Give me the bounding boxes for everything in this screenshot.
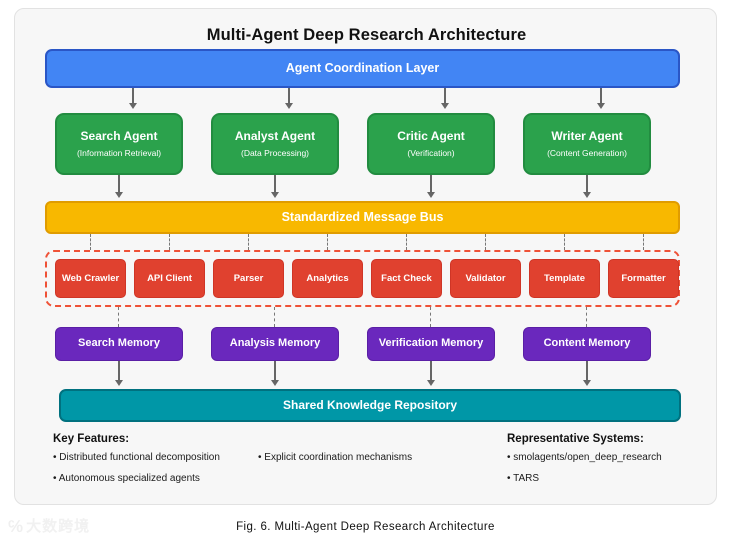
tool-node-api-client[interactable]: API Client	[134, 259, 205, 298]
connector-tools-to-content-memory	[586, 307, 587, 327]
agent-subtitle: (Content Generation)	[547, 148, 627, 159]
arrowhead-critic-to-bus	[426, 192, 435, 198]
arrowhead-analyst-to-bus	[270, 192, 279, 198]
representative-systems-section: Representative Systems: • smolagents/ope…	[485, 433, 710, 494]
agent-subtitle: (Information Retrieval)	[76, 148, 162, 159]
tool-node-template[interactable]: Template	[529, 259, 600, 298]
memory-node-search[interactable]: Search Memory	[55, 327, 183, 361]
memory-label: Content Memory	[543, 337, 631, 350]
connector-tools-to-analysis-memory	[274, 307, 275, 327]
key-feature-item: • Explicit coordination mechanisms	[258, 452, 413, 463]
tool-layer-container	[45, 250, 680, 307]
arrowhead-writer-to-bus	[582, 192, 591, 198]
agent-title: Search Agent	[80, 129, 158, 144]
agent-title: Writer Agent	[551, 129, 623, 144]
coordination-layer-label: Agent Coordination Layer	[285, 60, 440, 75]
connector-bus-to-tool-6	[485, 234, 486, 250]
tool-label: Formatter	[621, 272, 666, 284]
arrowhead-verification-memory-to-repo	[426, 380, 435, 386]
connector-writer-to-bus	[586, 175, 588, 194]
memory-label: Search Memory	[78, 337, 160, 350]
tool-node-parser[interactable]: Parser	[213, 259, 284, 298]
connector-search-memory-to-repo	[118, 361, 120, 382]
key-features-row-1: • Distributed functional decomposition •…	[53, 452, 443, 463]
footnotes: Key Features: • Distributed functional d…	[15, 433, 718, 505]
tool-label: Parser	[233, 272, 264, 284]
agent-node-critic[interactable]: Critic Agent (Verification)	[367, 113, 495, 175]
connector-bus-to-tool-5	[406, 234, 407, 250]
arrowhead-coordination-to-writer	[596, 103, 605, 109]
tool-node-fact-check[interactable]: Fact Check	[371, 259, 442, 298]
tool-label: Validator	[465, 272, 506, 284]
connector-bus-to-tool-1	[90, 234, 91, 250]
connector-tools-to-verification-memory	[430, 307, 431, 327]
watermark: ℅ 大数跨境	[8, 518, 90, 535]
tool-node-web-crawler[interactable]: Web Crawler	[55, 259, 126, 298]
arrowhead-content-memory-to-repo	[582, 380, 591, 386]
agent-title: Critic Agent	[397, 129, 465, 144]
agent-node-search[interactable]: Search Agent (Information Retrieval)	[55, 113, 183, 175]
agent-node-writer[interactable]: Writer Agent (Content Generation)	[523, 113, 651, 175]
arrowhead-coordination-to-search	[128, 103, 137, 109]
tool-label: Template	[543, 272, 585, 284]
connector-verification-memory-to-repo	[430, 361, 432, 382]
tool-label: Fact Check	[381, 272, 432, 284]
representative-systems-row-2: • TARS	[485, 473, 710, 484]
tool-label: API Client	[147, 272, 192, 284]
page-title: Multi-Agent Deep Research Architecture	[206, 26, 527, 44]
memory-node-verification[interactable]: Verification Memory	[367, 327, 495, 361]
figure-caption: Fig. 6. Multi-Agent Deep Research Archit…	[236, 521, 495, 533]
figure-card: Multi-Agent Deep Research Architecture A…	[14, 8, 717, 505]
knowledge-repository-box[interactable]: Shared Knowledge Repository	[59, 389, 681, 422]
connector-critic-to-bus	[430, 175, 432, 194]
tool-label: Analytics	[306, 272, 349, 284]
connector-bus-to-tool-4	[327, 234, 328, 250]
message-bus-box[interactable]: Standardized Message Bus	[45, 201, 680, 234]
coordination-layer-box[interactable]: Agent Coordination Layer	[45, 49, 680, 88]
agent-node-analyst[interactable]: Analyst Agent (Data Processing)	[211, 113, 339, 175]
key-features-section: Key Features: • Distributed functional d…	[53, 433, 443, 494]
tool-node-analytics[interactable]: Analytics	[292, 259, 363, 298]
watermark-text: 大数跨境	[26, 518, 91, 535]
tool-label: Web Crawler	[61, 272, 120, 284]
arrowhead-analysis-memory-to-repo	[270, 380, 279, 386]
key-features-row-2: • Autonomous specialized agents	[53, 473, 443, 484]
connector-analysis-memory-to-repo	[274, 361, 276, 382]
representative-system-item: • TARS	[507, 473, 540, 484]
message-bus-label: Standardized Message Bus	[281, 209, 444, 224]
arrowhead-coordination-to-analyst	[284, 103, 293, 109]
connector-coordination-to-analyst	[288, 88, 290, 105]
connector-coordination-to-critic	[444, 88, 446, 105]
connector-coordination-to-search	[132, 88, 134, 105]
arrowhead-search-to-bus	[114, 192, 123, 198]
connector-analyst-to-bus	[274, 175, 276, 194]
connector-bus-to-tool-8	[643, 234, 644, 250]
arrowhead-search-memory-to-repo	[114, 380, 123, 386]
memory-label: Verification Memory	[378, 337, 484, 350]
representative-systems-heading: Representative Systems:	[507, 433, 644, 445]
agent-subtitle: (Data Processing)	[240, 148, 310, 159]
key-feature-item: • Autonomous specialized agents	[53, 473, 200, 484]
agent-subtitle: (Verification)	[407, 148, 455, 159]
key-features-heading: Key Features:	[53, 433, 130, 445]
representative-systems-row-1: • smolagents/open_deep_research	[485, 452, 710, 463]
representative-system-item: • smolagents/open_deep_research	[507, 452, 662, 463]
memory-node-analysis[interactable]: Analysis Memory	[211, 327, 339, 361]
arrowhead-coordination-to-critic	[440, 103, 449, 109]
connector-content-memory-to-repo	[586, 361, 588, 382]
connector-bus-to-tool-3	[248, 234, 249, 250]
tool-node-formatter[interactable]: Formatter	[608, 259, 679, 298]
key-feature-item: • Distributed functional decomposition	[53, 452, 220, 463]
knowledge-repository-label: Shared Knowledge Repository	[282, 398, 458, 412]
connector-bus-to-tool-7	[564, 234, 565, 250]
connector-coordination-to-writer	[600, 88, 602, 105]
memory-label: Analysis Memory	[229, 337, 321, 350]
watermark-logo-icon: ℅	[8, 517, 24, 536]
tool-node-validator[interactable]: Validator	[450, 259, 521, 298]
connector-search-to-bus	[118, 175, 120, 194]
connector-bus-to-tool-2	[169, 234, 170, 250]
memory-node-content[interactable]: Content Memory	[523, 327, 651, 361]
connector-tools-to-search-memory	[118, 307, 119, 327]
agent-title: Analyst Agent	[234, 129, 316, 144]
